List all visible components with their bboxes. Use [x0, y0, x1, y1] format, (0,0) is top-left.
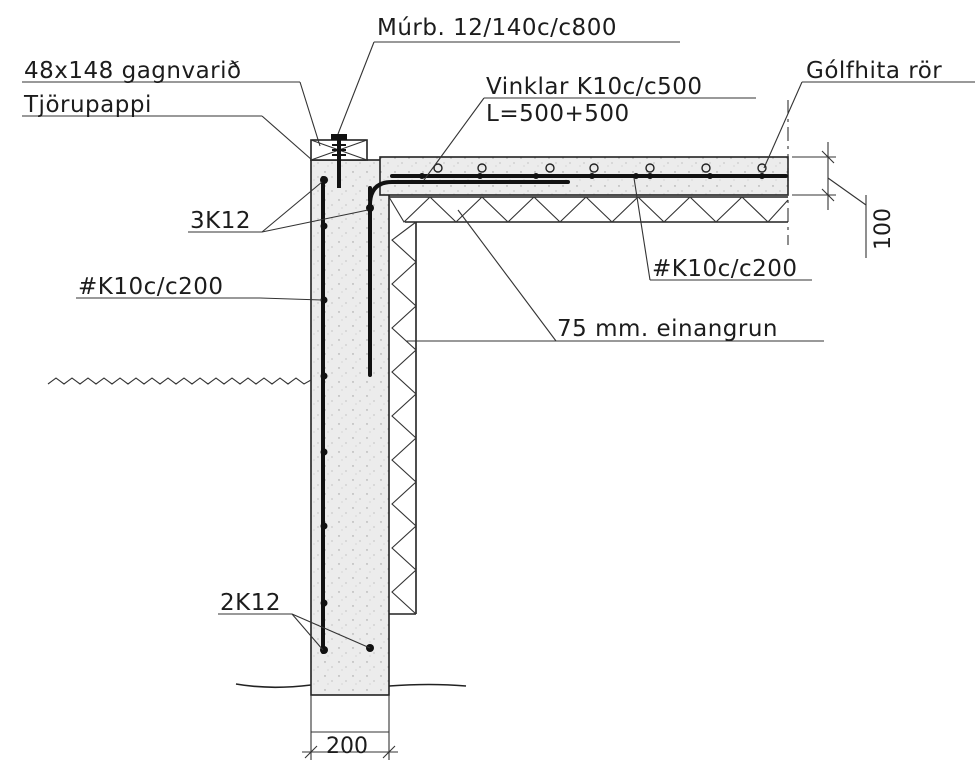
ground-line-left — [47, 377, 312, 385]
label-angles-length: L=500+500 — [486, 101, 630, 127]
label-timber-plate: 48x148 gagnvarið — [24, 58, 242, 84]
label-insulation: 75 mm. einangrun — [557, 316, 778, 342]
label-tar-paper: Tjörupappi — [23, 92, 152, 118]
wall-thickness-dimension — [302, 695, 398, 760]
slab-rebar — [390, 173, 788, 179]
label-wall-mesh: #K10c/c200 — [78, 274, 224, 300]
label-slab-mesh: #K10c/c200 — [652, 256, 798, 282]
ground-line-bottom — [235, 683, 467, 689]
wall-rebar — [320, 176, 570, 654]
leader-lines — [22, 41, 975, 651]
label-wall-dimension: 200 — [326, 734, 368, 759]
label-slab-dimension: 100 — [871, 208, 896, 250]
anchor-bolt — [331, 134, 347, 188]
label-anchor-bolt: Múrb. 12/140c/c800 — [377, 15, 617, 41]
wall-insulation — [389, 221, 417, 615]
label-floor-heating: Gólfhita rör — [806, 58, 942, 84]
concrete-body — [310, 100, 789, 696]
floor-heating-pipes — [433, 163, 767, 173]
label-bars-bottom: 2K12 — [220, 590, 281, 616]
slab-thickness-dimension — [792, 142, 867, 258]
label-bars-top: 3K12 — [190, 208, 251, 234]
slab-insulation — [388, 196, 789, 223]
label-angles: Vinklar K10c/c500 — [486, 74, 703, 100]
